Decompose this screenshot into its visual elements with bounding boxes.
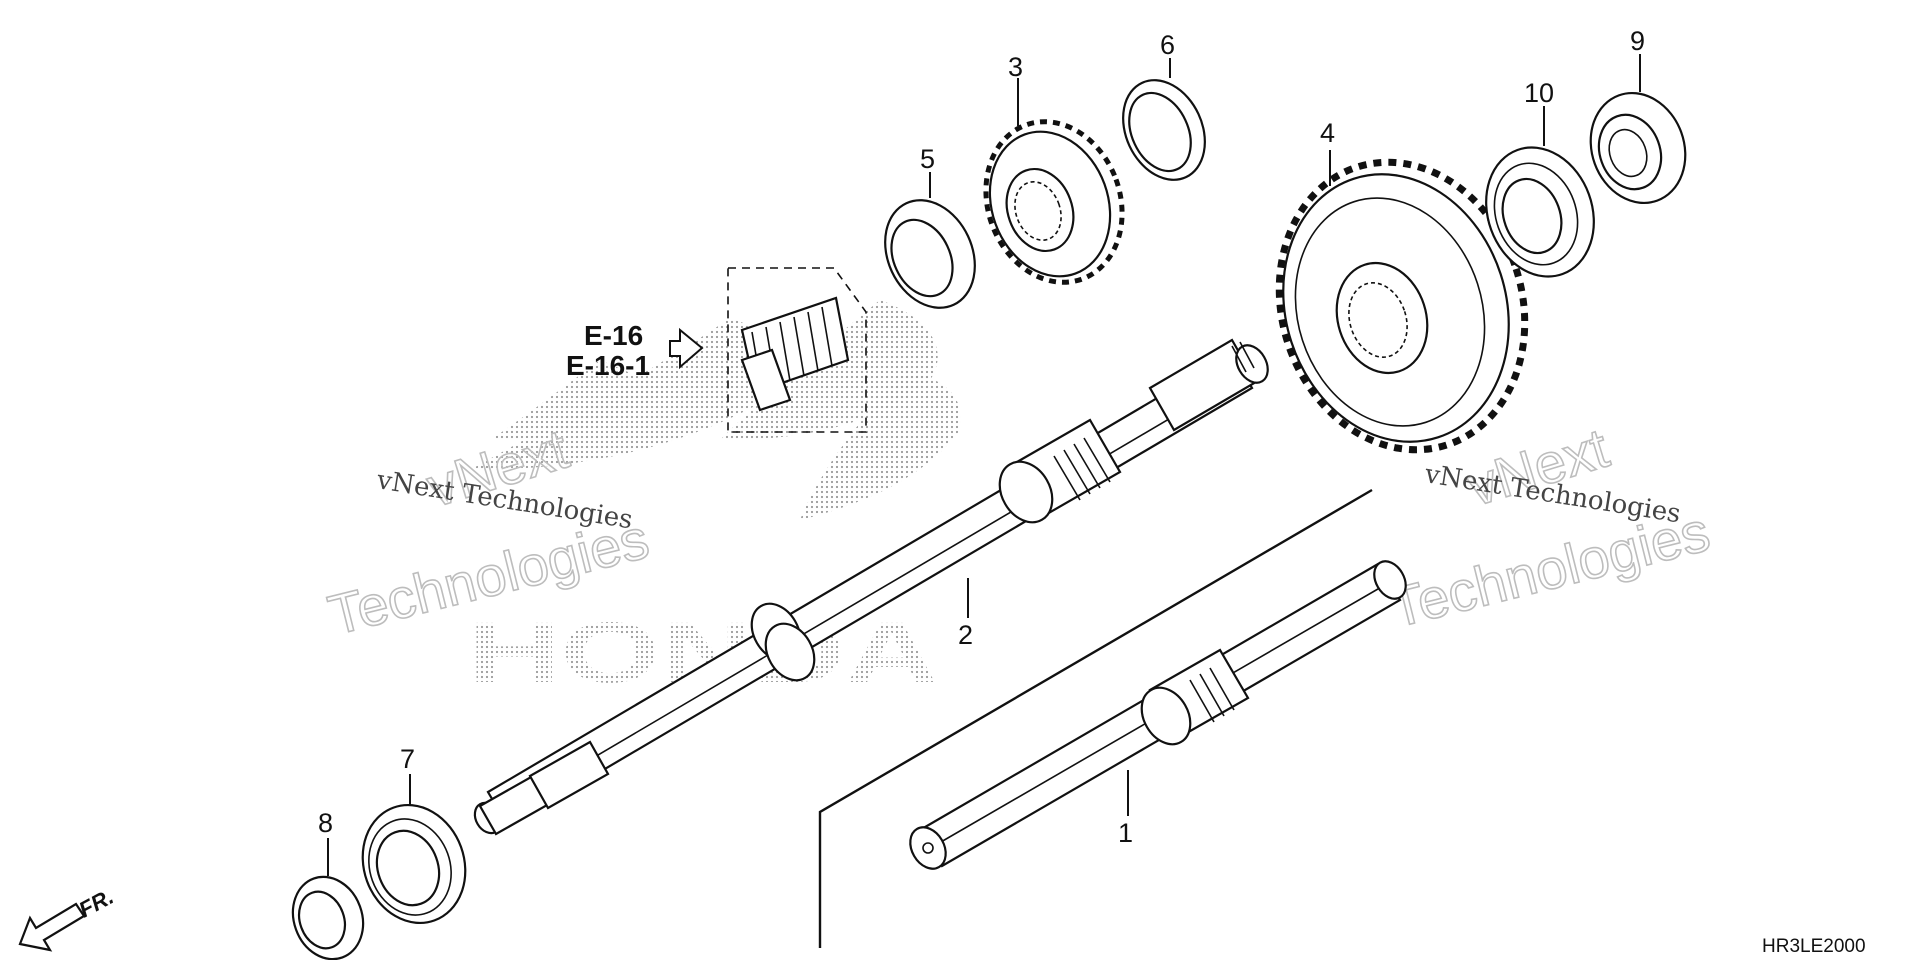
callout-2[interactable]: 2 [958, 620, 973, 650]
shaft-2[interactable] [470, 338, 1275, 838]
gear-3[interactable] [964, 102, 1144, 301]
seal-8[interactable] [282, 867, 375, 960]
bearing-10[interactable] [1469, 132, 1612, 292]
seal-9[interactable] [1576, 80, 1701, 217]
reference-code-2[interactable]: E-16-1 [566, 350, 650, 381]
diagram-code: HR3LE2000 [1762, 936, 1866, 957]
reference-code-1[interactable]: E-16 [584, 320, 643, 351]
reference-box [727, 267, 867, 433]
callout-6[interactable]: 6 [1160, 30, 1175, 60]
front-direction-arrow-icon [18, 902, 86, 952]
callout-7[interactable]: 7 [400, 744, 415, 774]
gear-4[interactable] [1243, 130, 1561, 482]
seal-5[interactable] [868, 185, 991, 322]
bearing-7[interactable] [346, 791, 481, 938]
separator-line [818, 488, 1373, 948]
callout-5[interactable]: 5 [920, 144, 935, 174]
callout-8[interactable]: 8 [318, 808, 333, 838]
callout-10[interactable]: 10 [1524, 78, 1554, 108]
shaft-1[interactable] [903, 556, 1412, 875]
honda-wing-logo [470, 300, 961, 520]
callout-1[interactable]: 1 [1118, 818, 1133, 848]
callout-9[interactable]: 9 [1630, 26, 1645, 56]
reference-arrow-icon [669, 327, 704, 370]
ring-6[interactable] [1108, 67, 1221, 193]
callout-4[interactable]: 4 [1320, 118, 1335, 148]
leader-lines [327, 54, 1641, 876]
callout-3[interactable]: 3 [1008, 52, 1023, 82]
